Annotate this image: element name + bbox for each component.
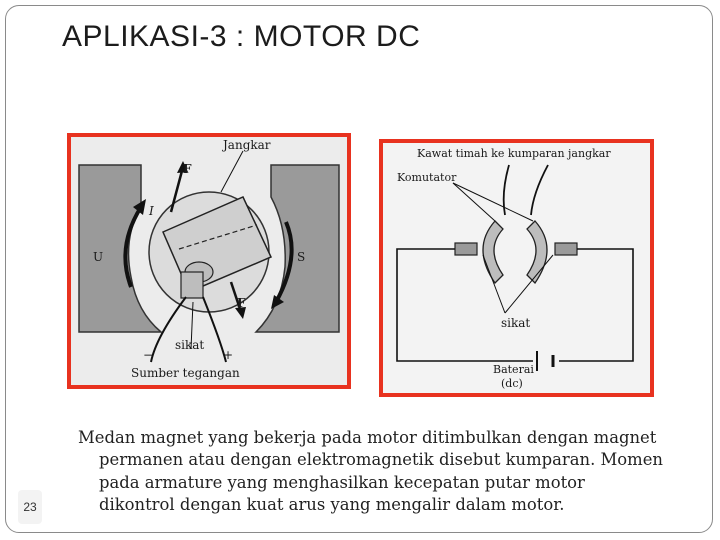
label-kawat-timah: Kawat timah ke kumparan jangkar bbox=[417, 147, 611, 160]
label-baterai: Baterai bbox=[493, 363, 534, 376]
label-jangkar: Jangkar bbox=[221, 138, 271, 152]
label-sumber-tegangan: Sumber tegangan bbox=[131, 366, 240, 380]
label-current: I bbox=[148, 204, 154, 218]
label-s-pole: S bbox=[297, 250, 305, 264]
label-sikat-right: sikat bbox=[501, 316, 530, 330]
brush-left bbox=[454, 242, 478, 256]
force-arrow-top bbox=[169, 166, 185, 213]
label-dc: (dc) bbox=[501, 377, 523, 390]
motor-diagram-svg: Jangkar F I U S F sikat − + Sumber tegan… bbox=[71, 137, 347, 385]
body-line-4: dikontrol dengan kuat arus yang mengalir… bbox=[99, 495, 565, 515]
label-komutator: Komutator bbox=[397, 171, 457, 184]
slide-number: 23 bbox=[18, 490, 42, 524]
label-minus: − bbox=[143, 348, 153, 362]
body-line-1: Medan magnet yang bekerja pada motor dit… bbox=[78, 428, 657, 447]
commutator-half-right bbox=[526, 220, 548, 285]
label-plus: + bbox=[223, 348, 233, 362]
body-paragraph: Medan magnet yang bekerja pada motor dit… bbox=[78, 427, 693, 517]
label-u-pole: U bbox=[93, 250, 103, 264]
slide-frame bbox=[5, 5, 713, 533]
body-line-3: pada armature yang menghasilkan kecepata… bbox=[99, 472, 585, 492]
slide-title: APLIKASI-3 : MOTOR DC bbox=[62, 20, 421, 53]
label-force-top: F bbox=[183, 162, 192, 176]
brush-right bbox=[554, 242, 578, 256]
commutator-diagram-svg: Kawat timah ke kumparan jangkar Komutato… bbox=[383, 143, 650, 393]
body-line-2: permanen atau dengan elektromagnetik dis… bbox=[99, 450, 663, 470]
label-force-bottom: F bbox=[237, 296, 246, 310]
commutator-diagram-figure: Kawat timah ke kumparan jangkar Komutato… bbox=[379, 139, 654, 397]
label-sikat: sikat bbox=[175, 338, 204, 352]
motor-diagram-figure: Jangkar F I U S F sikat − + Sumber tegan… bbox=[67, 133, 351, 389]
south-pole-magnet bbox=[254, 164, 340, 333]
force-arrow-bottom bbox=[229, 281, 243, 313]
